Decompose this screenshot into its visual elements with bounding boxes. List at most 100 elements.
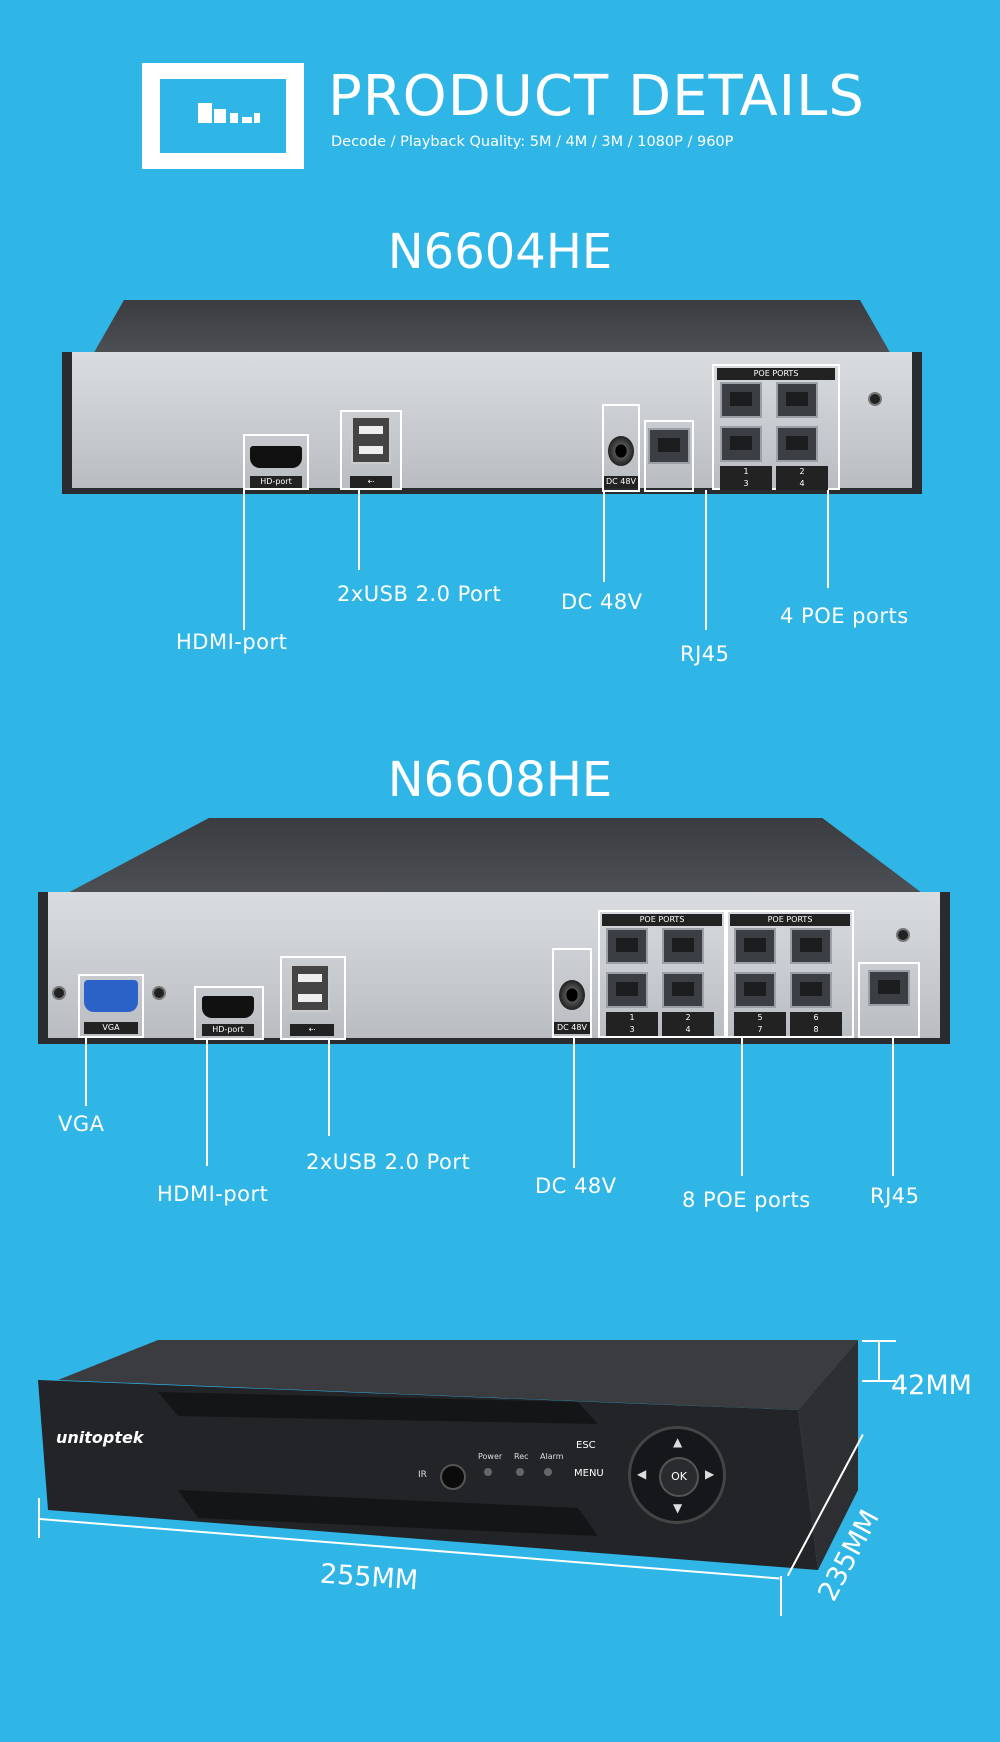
width-dim-left	[38, 1498, 40, 1538]
model1-poe-num-2: 2	[776, 466, 828, 478]
model1-dc-jack	[608, 436, 634, 466]
model1-hdmi-label: HDMI-port	[176, 630, 288, 654]
model2-poe-leader	[741, 1038, 743, 1176]
model2-dc-tag: DC 48V	[554, 1022, 590, 1034]
model1-poe-port-4	[776, 426, 818, 462]
height-dim-line	[878, 1340, 880, 1380]
model1-usb-leader	[358, 490, 360, 570]
arrow-up-icon[interactable]: ▲	[673, 1435, 683, 1449]
model1-poe-port-1	[720, 382, 762, 418]
model2-rj45-port	[868, 970, 910, 1006]
model2-hdmi-port	[202, 996, 254, 1018]
front-ir-label: IR	[418, 1470, 427, 1480]
front-esc-button[interactable]: ESC	[576, 1440, 596, 1451]
model1-usb-port	[351, 416, 391, 464]
model1-poe-num-3: 3	[720, 478, 772, 490]
arrow-down-icon[interactable]: ▼	[673, 1501, 683, 1515]
model2-vga-port	[84, 980, 138, 1012]
model2-usb-label: 2xUSB 2.0 Port	[306, 1150, 471, 1174]
model2-hdmi-frame	[194, 986, 264, 1040]
model1-hd-tag: HD-port	[250, 476, 302, 488]
model2-poe-num-7: 7	[734, 1024, 786, 1036]
model1-poe-port-3	[720, 426, 762, 462]
model1-hdmi-port	[250, 446, 302, 468]
rec-led-icon	[516, 1468, 524, 1476]
model2-poe-port-4	[662, 972, 704, 1008]
model2-vga-tag: VGA	[84, 1022, 138, 1034]
model2-poe-port-5	[734, 928, 776, 964]
model1-rj45-leader	[705, 490, 707, 630]
model2-hd-tag: HD-port	[202, 1024, 254, 1036]
power-led-icon	[484, 1468, 492, 1476]
page-subtitle: Decode / Playback Quality: 5M / 4M / 3M …	[331, 134, 734, 150]
model2-poe-port-8	[790, 972, 832, 1008]
model1-poe-label: 4 POE ports	[780, 604, 909, 628]
model2-poe-port-3	[606, 972, 648, 1008]
model2-vga-label: VGA	[58, 1112, 105, 1136]
dimension-height: 42MM	[891, 1370, 972, 1401]
model2-poe-frame-a	[598, 910, 726, 1038]
front-menu-button[interactable]: MENU	[574, 1468, 604, 1479]
model2-poe-num-4: 4	[662, 1024, 714, 1036]
model2-usb-frame	[280, 956, 346, 1040]
ir-sensor-icon	[440, 1464, 466, 1490]
front-brand-logo: unitoptek	[56, 1428, 144, 1447]
model1-poe-port-2	[776, 382, 818, 418]
model2-poe-num-8: 8	[790, 1024, 842, 1036]
model1-poe-header: POE PORTS	[717, 368, 835, 380]
model2-vga-screw-right-icon	[152, 986, 166, 1000]
ok-button[interactable]: OK	[659, 1457, 699, 1497]
bar-graph-icon	[198, 103, 260, 123]
model2-usb-port	[290, 964, 330, 1012]
model1-hdmi-frame	[243, 434, 309, 490]
model1-rj45-label: RJ45	[680, 642, 730, 666]
front-alarm-label: Alarm	[540, 1452, 564, 1461]
model2-vga-frame	[78, 974, 144, 1038]
model2-dc-leader	[573, 1038, 575, 1168]
model2-title: N6608HE	[387, 752, 613, 808]
model2-dc-jack	[559, 980, 585, 1010]
model2-rj45-label: RJ45	[870, 1184, 920, 1208]
model1-title: N6604HE	[387, 224, 613, 280]
model2-poe-num-2: 2	[662, 1012, 714, 1024]
model2-hdmi-label: HDMI-port	[157, 1182, 269, 1206]
page-title: PRODUCT DETAILS	[328, 64, 865, 129]
model1-dc-label: DC 48V	[561, 590, 643, 614]
model2-rj45-leader	[892, 1038, 894, 1176]
model1-poe-leader	[827, 490, 829, 588]
model1-ground-screw-icon	[868, 392, 882, 406]
model2-hdmi-leader	[206, 1038, 208, 1166]
model2-poe-num-1: 1	[606, 1012, 658, 1024]
logo-icon	[160, 79, 286, 153]
model2-poe-port-7	[734, 972, 776, 1008]
model2-vga-screw-left-icon	[52, 986, 66, 1000]
height-dim-bottom	[862, 1380, 896, 1382]
model2-poe-port-6	[790, 928, 832, 964]
dimension-width: 255MM	[319, 1558, 420, 1597]
model1-poe-num-4: 4	[776, 478, 828, 490]
model2-vga-leader	[85, 1038, 87, 1106]
alarm-led-icon	[544, 1468, 552, 1476]
model1-usb-frame	[340, 410, 402, 490]
model2-poe-frame-b	[726, 910, 854, 1038]
model2-poe-num-5: 5	[734, 1012, 786, 1024]
arrow-left-icon[interactable]: ◀	[637, 1467, 647, 1481]
nav-dpad[interactable]: ▲ ▼ ◀ ▶ OK	[628, 1426, 726, 1524]
width-dim-right	[780, 1576, 782, 1616]
model1-rj45-port	[648, 428, 690, 464]
model2-back-panel: VGA HD-port ⇠ DC 48V POE PORTS 1 2 3 4 P…	[38, 818, 950, 1044]
model2-rj45-frame	[858, 962, 920, 1038]
front-device-body-icon	[38, 1340, 858, 1570]
header-logo	[142, 63, 304, 169]
model2-ground-screw-icon	[896, 928, 910, 942]
model1-hdmi-leader	[243, 490, 245, 630]
front-power-label: Power	[478, 1452, 503, 1461]
model1-usb-label: 2xUSB 2.0 Port	[337, 582, 502, 606]
model2-poe-port-1	[606, 928, 648, 964]
arrow-right-icon[interactable]: ▶	[705, 1467, 715, 1481]
model1-rj45-frame	[644, 420, 694, 492]
model1-dc-leader	[603, 490, 605, 582]
model2-poe-header-b: POE PORTS	[730, 914, 850, 926]
model1-back-panel: HD-port ⇠ DC 48V POE PORTS 1 2 3 4	[62, 300, 922, 500]
model2-usb-icon: ⇠	[290, 1024, 334, 1036]
